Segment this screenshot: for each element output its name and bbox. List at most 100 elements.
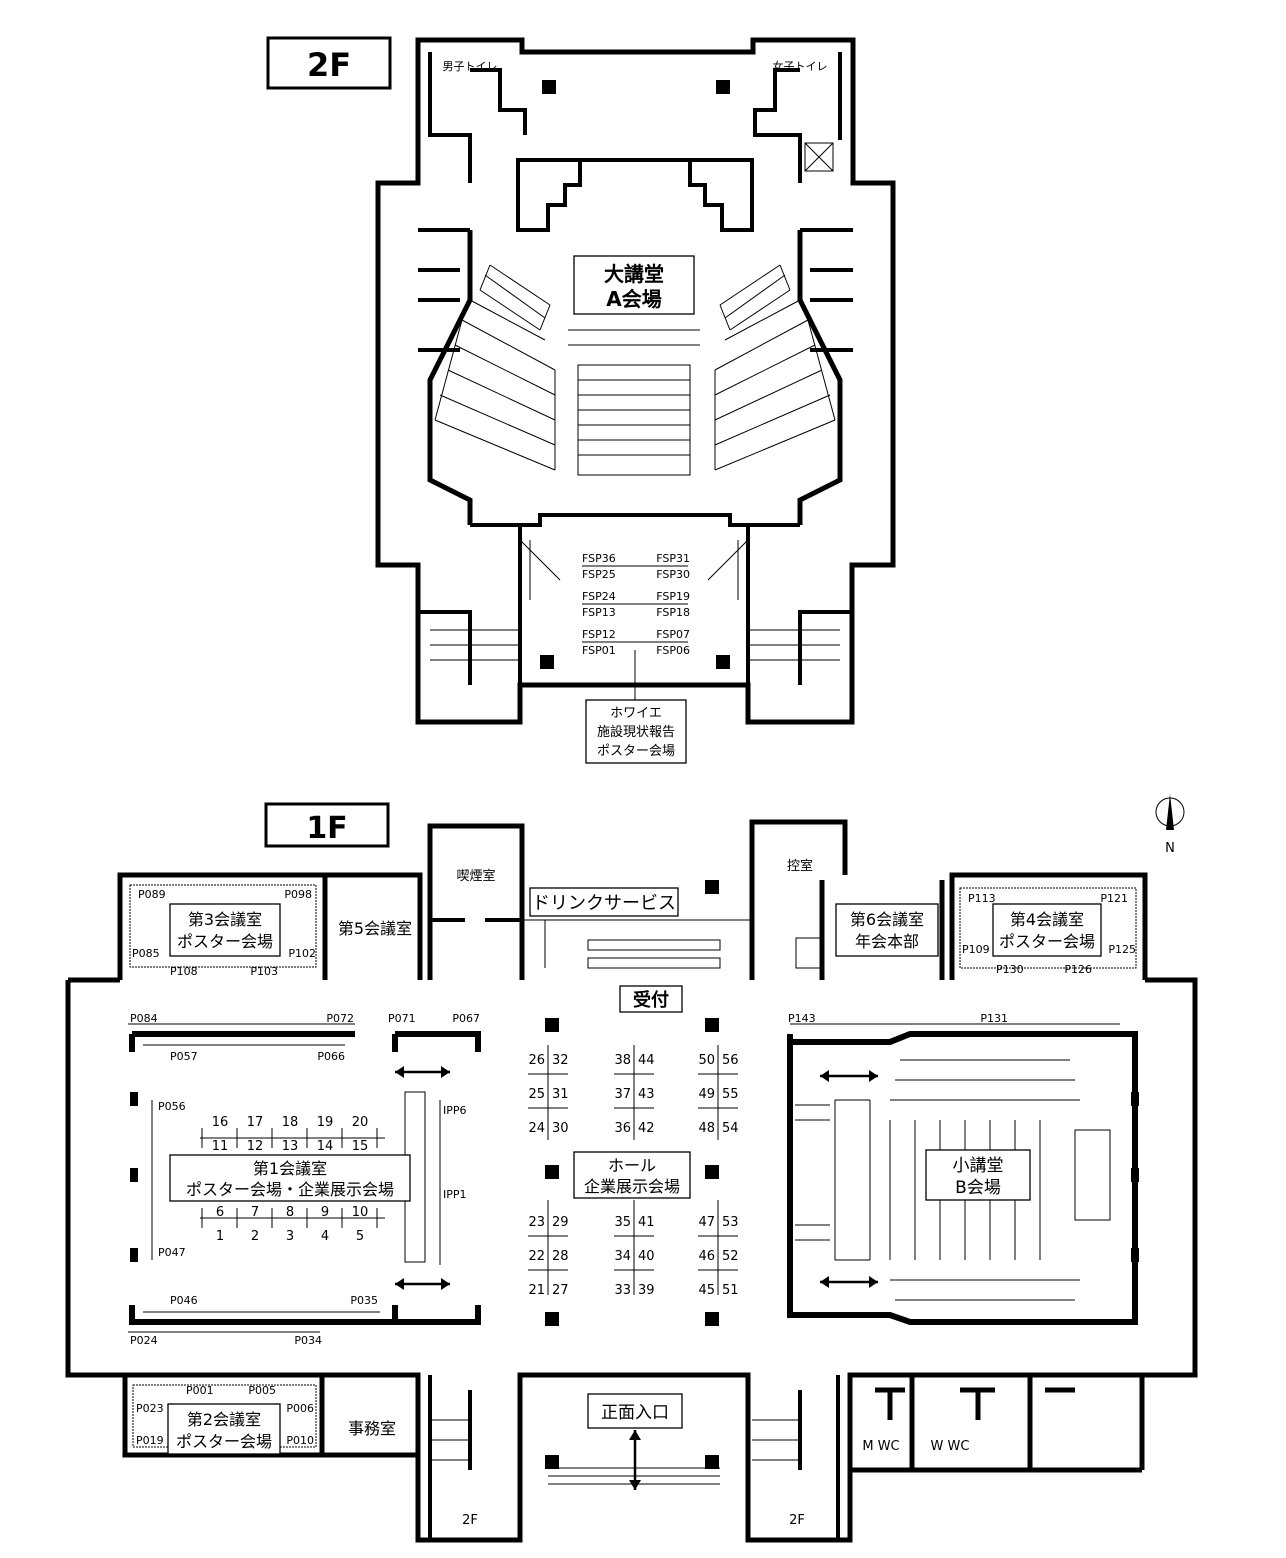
poster-label: P143: [788, 1012, 816, 1025]
room6-label-box: [835, 903, 939, 957]
stair-walls-2f: [416, 610, 854, 700]
office-label: 事務室: [348, 1419, 396, 1438]
svg-text:FSP31: FSP31: [656, 552, 690, 565]
side-rooms: [418, 228, 853, 352]
floor-1f-outer-wall: [65, 819, 1198, 1543]
poster-label: P046: [170, 1294, 198, 1307]
poster-label: P001: [186, 1384, 214, 1397]
room2-name: 第2会議室: [187, 1410, 261, 1429]
svg-text:44: 44: [638, 1053, 655, 1068]
hall-b-screen: [1074, 1129, 1111, 1221]
svg-text:39: 39: [638, 1283, 655, 1298]
hall-b-walls: [787, 1031, 1138, 1325]
hall-a-shell: [427, 230, 843, 525]
svg-text:FSP07: FSP07: [656, 628, 690, 641]
elevator-icon: [804, 142, 834, 172]
svg-text:FSP01: FSP01: [582, 644, 616, 657]
hall-booths: 26 32 25 31 24 30 38 44 37 43 36 42 50 5…: [528, 1053, 738, 1298]
room1-use: ポスター会場・企業展示会場: [186, 1180, 394, 1199]
room1-label-box: [169, 1154, 411, 1202]
svg-text:6: 6: [216, 1205, 224, 1220]
reception-label: 受付: [633, 989, 669, 1011]
hall-b-venue: B会場: [955, 1178, 1001, 1198]
svg-text:24: 24: [528, 1121, 545, 1136]
poster-label: P071: [388, 1012, 416, 1025]
seats-left: [434, 264, 556, 471]
room4-boundary: [959, 887, 1137, 969]
svg-text:40: 40: [638, 1249, 655, 1264]
floor-2f-outer-wall: [375, 37, 896, 725]
drink-counter: [522, 919, 752, 969]
svg-text:FSP36: FSP36: [582, 552, 616, 565]
svg-text:31: 31: [552, 1087, 569, 1102]
poster-label: P113: [968, 892, 996, 905]
svg-text:47: 47: [698, 1215, 715, 1230]
poster-label: P024: [130, 1334, 158, 1347]
svg-text:25: 25: [528, 1087, 545, 1102]
svg-text:26: 26: [528, 1053, 545, 1068]
svg-text:19: 19: [317, 1115, 334, 1130]
svg-text:14: 14: [317, 1139, 334, 1154]
poster-label: P056: [158, 1100, 186, 1113]
room1-poster-lines: [128, 1023, 380, 1333]
stairs-right-label: 2F: [789, 1513, 805, 1528]
poster-label: P034: [294, 1334, 322, 1347]
svg-text:FSP30: FSP30: [656, 568, 690, 581]
poster-label: P121: [1100, 892, 1128, 905]
poster-label: P067: [452, 1012, 480, 1025]
hall-booth-grid: [528, 1045, 738, 1295]
poster-label: P085: [132, 947, 160, 960]
waiting-room-closet: [795, 937, 821, 969]
poster-label: P005: [248, 1384, 276, 1397]
svg-text:FSP25: FSP25: [582, 568, 616, 581]
foyer-name: ホワイエ: [610, 706, 662, 721]
poster-label: P006: [286, 1402, 314, 1415]
room1-walls: [129, 1031, 481, 1325]
hall-use: 企業展示会場: [584, 1177, 680, 1196]
poster-label: P089: [138, 888, 166, 901]
svg-text:17: 17: [247, 1115, 264, 1130]
stairs-2f: [430, 629, 840, 661]
poster-label: IPP1: [443, 1188, 467, 1201]
column: [716, 80, 730, 94]
poster-label: P035: [350, 1294, 378, 1307]
svg-text:FSP06: FSP06: [656, 644, 690, 657]
svg-text:51: 51: [722, 1283, 739, 1298]
room1-booths: 16 17 18 19 20 11 12 13 14 15 6 7 8 9 10…: [212, 1115, 369, 1244]
room3-boundary: [129, 884, 317, 968]
svg-text:FSP19: FSP19: [656, 590, 690, 603]
hall-columns: [545, 1018, 719, 1326]
room2-label-box: [167, 1403, 281, 1455]
poster-label: IPP6: [443, 1104, 467, 1117]
svg-text:54: 54: [722, 1121, 739, 1136]
svg-text:48: 48: [698, 1121, 715, 1136]
svg-text:46: 46: [698, 1249, 715, 1264]
elevator-cross: [804, 142, 834, 172]
svg-text:38: 38: [614, 1053, 631, 1068]
foyer-walls: [518, 525, 750, 685]
svg-text:FSP13: FSP13: [582, 606, 616, 619]
svg-text:53: 53: [722, 1215, 739, 1230]
entrance-arrow-icon: [629, 1430, 641, 1490]
compass-icon: [1155, 794, 1185, 830]
svg-text:10: 10: [352, 1205, 369, 1220]
svg-text:FSP12: FSP12: [582, 628, 616, 641]
column: [705, 1455, 719, 1469]
foyer-label-box: [585, 699, 687, 764]
svg-text:27: 27: [552, 1283, 569, 1298]
svg-text:8: 8: [286, 1205, 294, 1220]
svg-text:9: 9: [321, 1205, 329, 1220]
room5-label: 第5会議室: [338, 919, 412, 938]
svg-text:4: 4: [321, 1229, 329, 1244]
entrance-label: 正面入口: [601, 1403, 669, 1423]
room3-label-box: [169, 903, 281, 957]
svg-text:35: 35: [614, 1215, 631, 1230]
svg-text:FSP24: FSP24: [582, 590, 616, 603]
column: [716, 655, 730, 669]
stairs-left-label: 2F: [462, 1513, 478, 1528]
svg-text:23: 23: [528, 1215, 545, 1230]
hall-a-front: [470, 513, 800, 527]
poster-label: P023: [136, 1402, 164, 1415]
poster-label: P108: [170, 965, 198, 978]
toilet-walls: [428, 52, 842, 183]
